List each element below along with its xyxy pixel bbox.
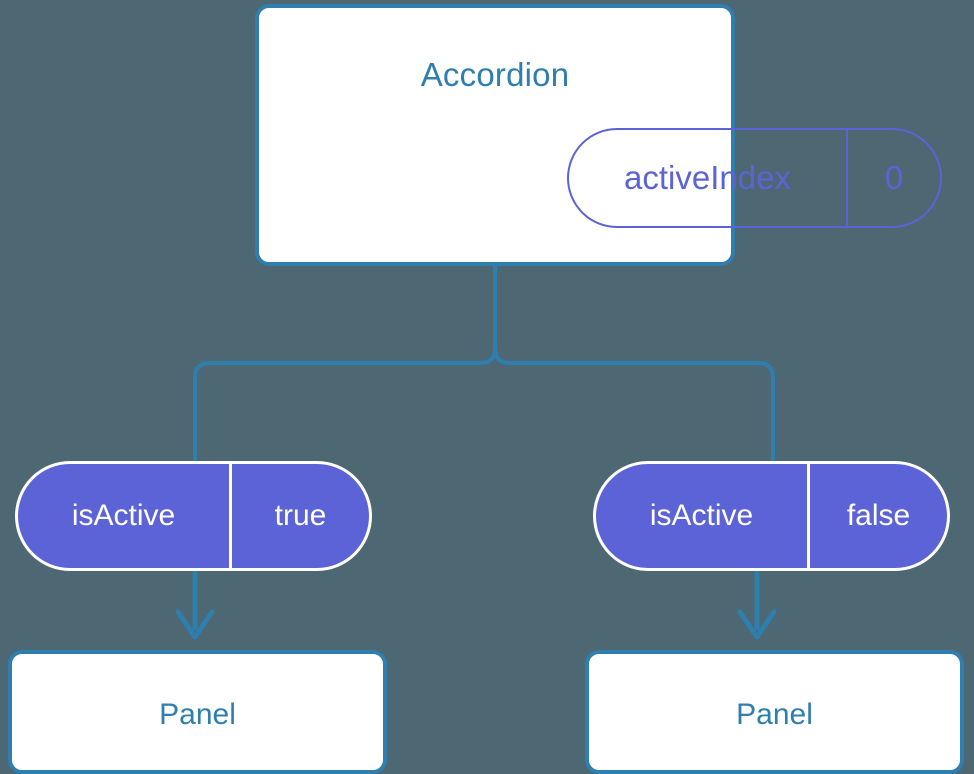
panel-node-right-label: Panel [736,698,813,731]
state-chip-active-index[interactable]: activeIndex 0 [567,128,942,228]
arrow-right-head-icon [737,609,777,640]
connector-root-to-right-pill [493,266,775,461]
prop-chip-right[interactable]: isActive false [593,461,950,571]
accordion-node[interactable]: Accordion activeIndex 0 [255,4,942,266]
connector-root-to-left-pill [193,266,497,461]
prop-chip-right-value: false [846,499,911,532]
panel-node-left[interactable]: Panel [8,650,387,774]
panel-node-left-label: Panel [159,698,236,731]
prop-chip-left-value: true [274,499,327,532]
arrow-left-head-icon [175,609,215,640]
prop-chip-right-key: isActive [596,464,810,568]
state-chip-key: activeIndex [569,130,848,226]
prop-chip-left-key: isActive [18,464,232,568]
accordion-node-title: Accordion [420,56,570,93]
prop-chip-left[interactable]: isActive true [15,461,372,571]
panel-node-right[interactable]: Panel [585,650,964,774]
state-chip-value: 0 [884,159,904,196]
